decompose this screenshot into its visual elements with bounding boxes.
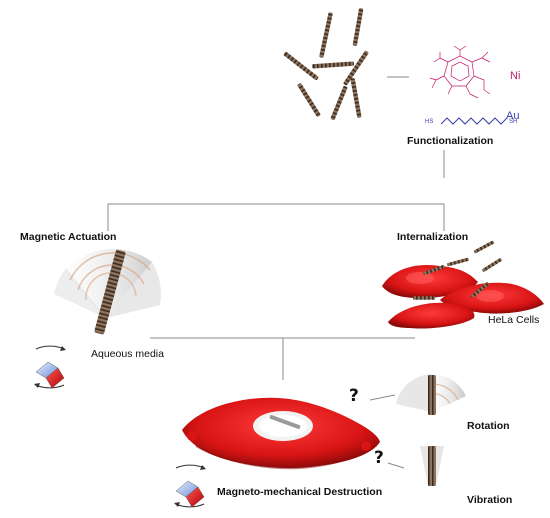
vibration-label: Vibration bbox=[467, 494, 513, 506]
rod-rotation-sweep bbox=[54, 248, 161, 335]
destroyed-cell bbox=[182, 397, 380, 470]
question-mark-vibration: ? bbox=[374, 448, 384, 468]
thiol-chain bbox=[440, 117, 508, 125]
ni-label: Ni bbox=[510, 70, 521, 82]
thiol-hs-label: HS bbox=[425, 119, 434, 125]
destruction-label: Magneto-mechanical Destruction bbox=[217, 486, 383, 498]
hela-cells-label: HeLa Cells bbox=[488, 314, 540, 326]
magnetic-actuation-label: Magnetic Actuation bbox=[20, 231, 117, 243]
vibration-icon bbox=[420, 446, 444, 486]
question-mark-rotation: ? bbox=[349, 386, 359, 406]
rotation-icon bbox=[396, 374, 466, 415]
internalization-label: Internalization bbox=[397, 231, 469, 243]
thiol-sh-label: SH bbox=[509, 119, 518, 125]
nanowires-cluster bbox=[283, 8, 369, 121]
magnet-icon bbox=[34, 345, 66, 389]
au-label: Au bbox=[506, 110, 520, 122]
hela-cells-group bbox=[382, 240, 544, 329]
magnet-icon bbox=[174, 464, 206, 508]
connector-lines bbox=[107, 76, 445, 469]
aqueous-media-label: Aqueous media bbox=[91, 348, 164, 360]
functionalization-label: Functionalization bbox=[407, 135, 494, 147]
porphyrin-molecule bbox=[429, 45, 491, 99]
rotation-label: Rotation bbox=[467, 420, 510, 432]
